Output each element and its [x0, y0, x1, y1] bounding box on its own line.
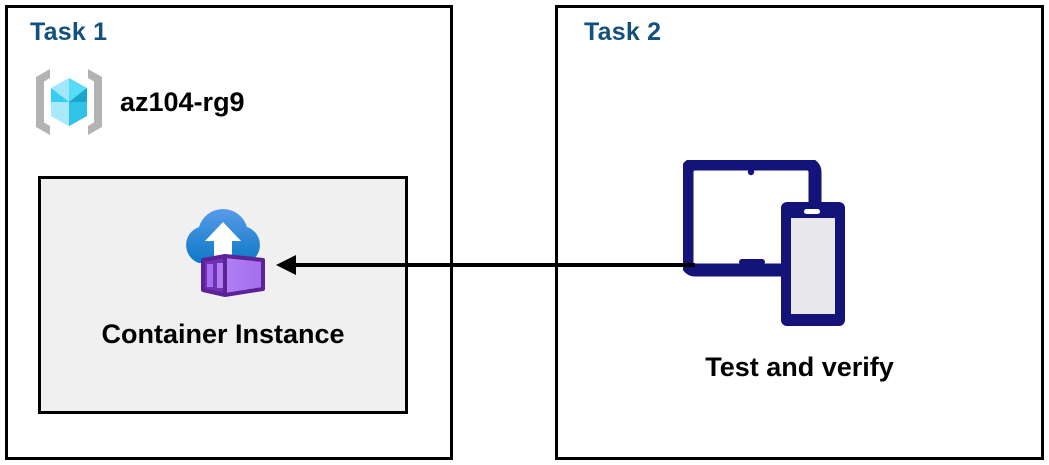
- container-instance-label: Container Instance: [101, 319, 345, 349]
- devices-tablet-phone-icon: [683, 160, 845, 326]
- task-1-panel: [5, 5, 453, 460]
- arrow-task2-to-container-instance: [276, 255, 695, 275]
- azure-container-instance-icon: [186, 209, 265, 297]
- task-2-label: Task 2: [584, 18, 662, 46]
- arrow-left-icon: [276, 255, 296, 275]
- task-2-panel: [555, 5, 1044, 460]
- task-1-label: Task 1: [30, 18, 108, 46]
- container-instance-panel: Container Instance: [38, 176, 408, 414]
- test-and-verify-label: Test and verify: [705, 352, 894, 382]
- resource-group-name: az104-rg9: [120, 86, 245, 117]
- azure-resource-group-icon: [36, 69, 102, 135]
- resource-group-row: az104-rg9: [30, 63, 245, 141]
